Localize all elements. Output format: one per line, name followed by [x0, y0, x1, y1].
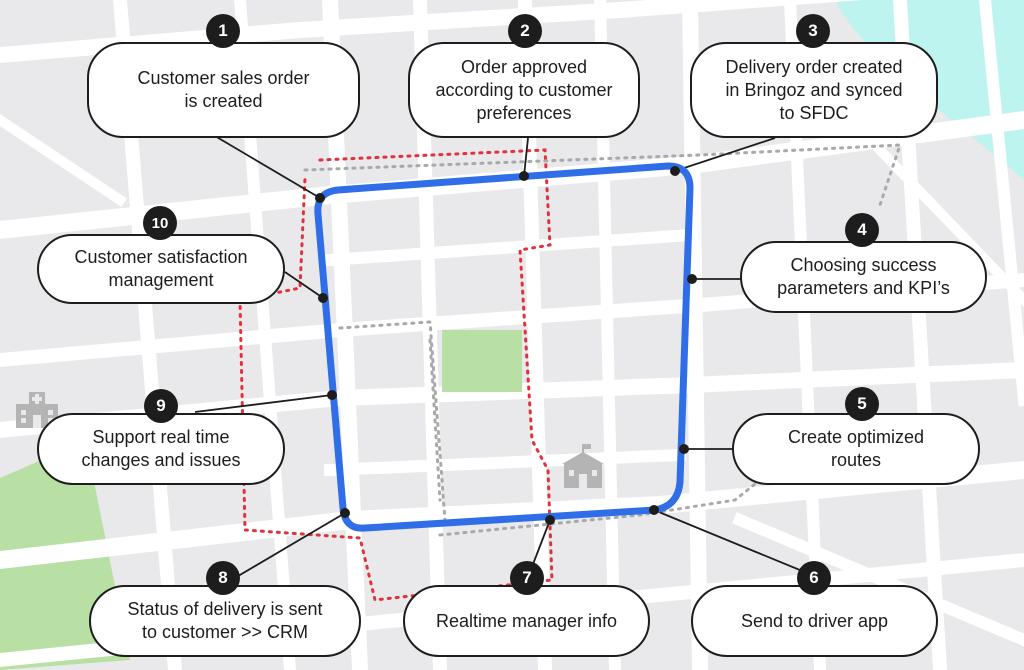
- step-10-badge: 10: [143, 206, 177, 240]
- dotted-gray-trail: [303, 143, 903, 537]
- step-1-line-2: is created: [184, 91, 263, 111]
- step-2-line-2: according to customer: [435, 79, 613, 100]
- step-10-bubble: Customer satisfaction management: [37, 234, 285, 304]
- step-8-bubble: Status of delivery is sent to customer >>…: [89, 585, 361, 657]
- step-6-bubble: Send to driver app: [691, 585, 938, 657]
- step-4-badge: 4: [845, 213, 879, 247]
- step-8-badge: 8: [206, 561, 240, 595]
- hospital-icon: [16, 392, 58, 428]
- step-6-badge: 6: [797, 561, 831, 595]
- step-8-line-2: to customer >> CRM: [141, 622, 309, 642]
- route-dots: [315, 166, 697, 525]
- step-5-line-2: routes: [830, 450, 881, 470]
- step-9-line-2: changes and issues: [81, 450, 241, 470]
- step-9-line-1: Support real time: [92, 427, 230, 447]
- step-3-line-2: in Bringoz and synced: [725, 79, 903, 100]
- step-3-badge: 3: [796, 14, 830, 48]
- step-10-line-1: Customer satisfaction: [74, 247, 248, 267]
- step-7-line-1: Realtime manager info: [435, 610, 618, 631]
- step-6-line-1: Send to driver app: [740, 610, 889, 631]
- step-2-line-1: Order approved: [460, 56, 588, 77]
- step-1-line-1: Customer sales order: [137, 68, 310, 88]
- school-icon: [562, 444, 604, 488]
- step-9-badge: 9: [144, 389, 178, 423]
- step-1-badge: 1: [206, 14, 240, 48]
- step-5-line-1: Create optimized: [787, 427, 925, 447]
- step-3-line-1: Delivery order created: [725, 56, 903, 77]
- step-4-line-1: Choosing success: [790, 255, 937, 275]
- step-2-badge: 2: [508, 14, 542, 48]
- connector-lines: [194, 135, 813, 583]
- step-4-line-2: parameters and KPI’s: [777, 278, 950, 298]
- park-center: [442, 330, 522, 392]
- step-7-badge: 7: [510, 561, 544, 595]
- step-3-line-3: to SFDC: [779, 102, 849, 123]
- step-10-line-2: management: [108, 270, 214, 290]
- step-1-bubble: Customer sales order is created: [87, 42, 360, 138]
- step-7-bubble: Realtime manager info: [403, 585, 650, 657]
- step-8-line-1: Status of delivery is sent: [127, 599, 323, 619]
- step-4-bubble: Choosing success parameters and KPI’s: [740, 241, 987, 313]
- step-9-bubble: Support real time changes and issues: [37, 413, 285, 485]
- step-2-line-3: preferences: [476, 102, 572, 123]
- step-5-bubble: Create optimized routes: [732, 413, 980, 485]
- step-5-badge: 5: [845, 387, 879, 421]
